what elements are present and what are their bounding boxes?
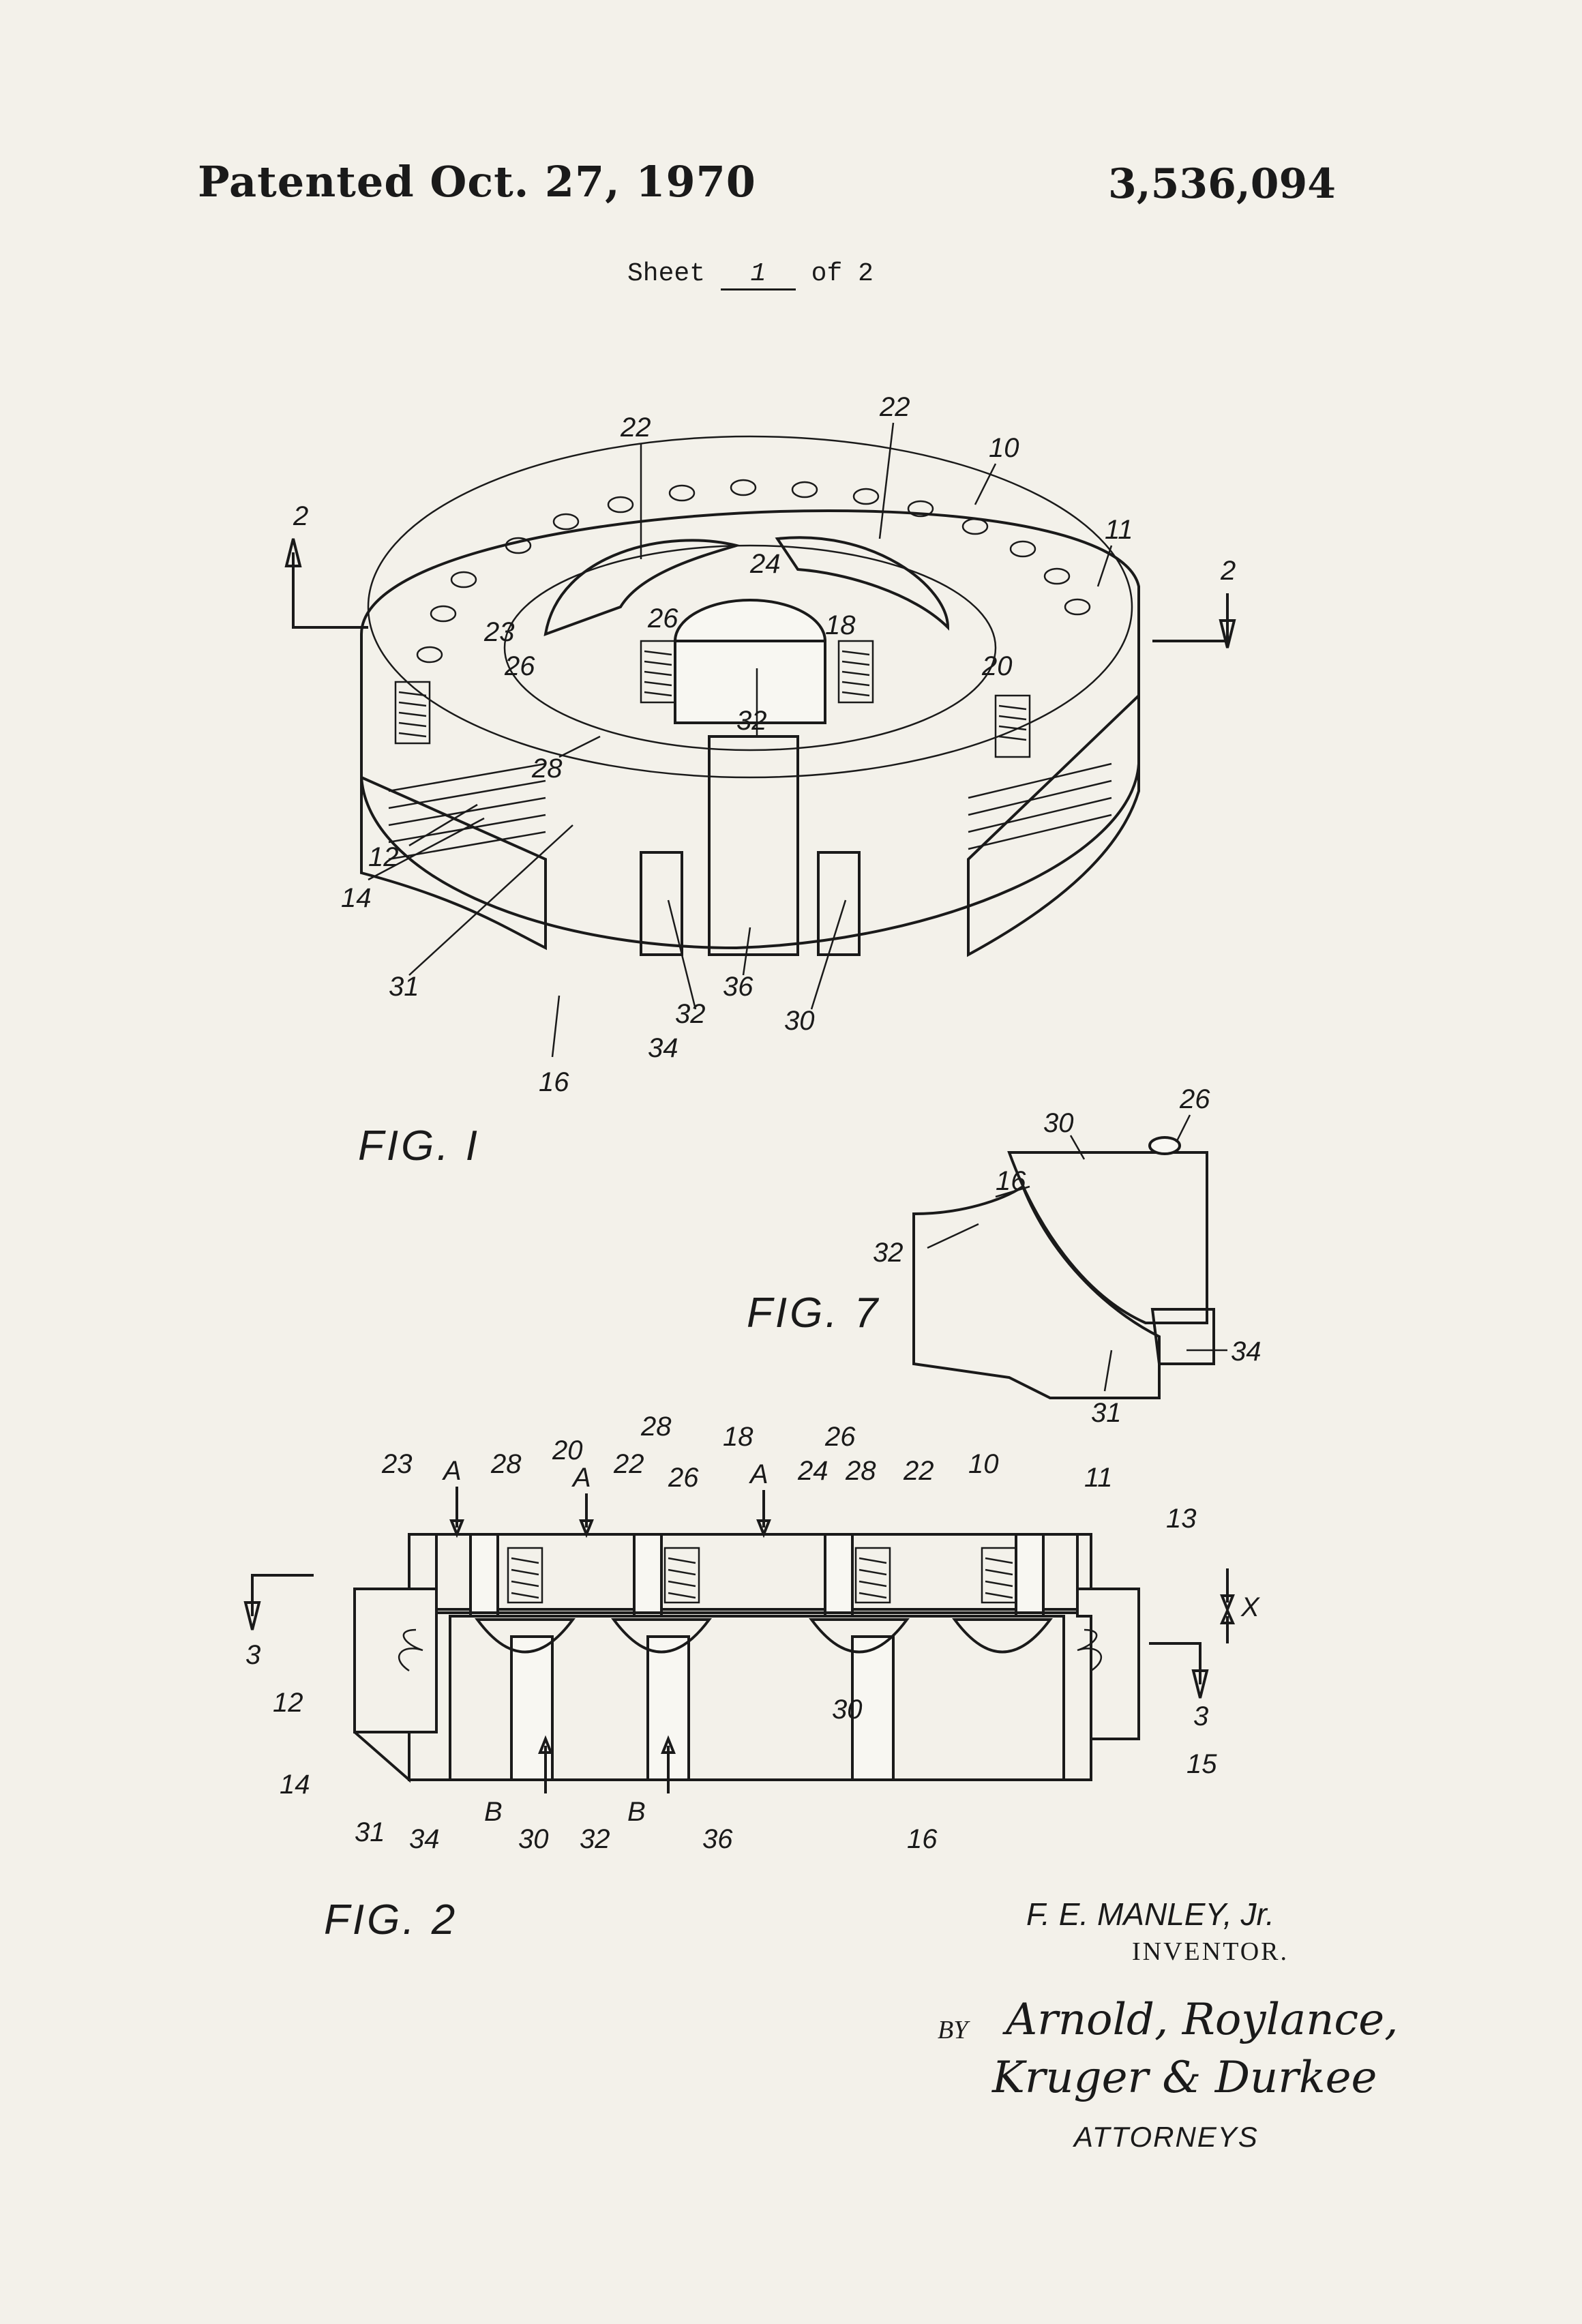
- patent-date: Patented Oct. 27, 1970: [198, 157, 756, 207]
- fig2-ref-13: 13: [1166, 1504, 1197, 1534]
- attorney-signature-line1: Arnold, Roylance,: [1006, 1995, 1398, 2045]
- ref-34: 34: [648, 1033, 678, 1063]
- fig2-flow-B-1: B: [484, 1797, 503, 1827]
- fig2-ref-30-b: 30: [832, 1695, 863, 1725]
- fig7-ref-26: 26: [1179, 1084, 1210, 1114]
- fig2-ref-14: 14: [280, 1770, 310, 1800]
- fig2-ref-15: 15: [1186, 1749, 1217, 1779]
- ref-11: 11: [1105, 515, 1133, 545]
- ref-22-b: 22: [879, 392, 910, 422]
- ref-16: 16: [539, 1067, 569, 1097]
- fig7-drawing: 26 30 16 32 34 31: [859, 1077, 1268, 1432]
- inventor-name: F. E. MANLEY, Jr.: [1026, 1896, 1274, 1933]
- fig7-ref-32: 32: [873, 1238, 904, 1268]
- sheet-number: 1: [721, 259, 796, 290]
- fig2-springs: [508, 1548, 1016, 1603]
- fig2-flow-B-2: B: [627, 1797, 646, 1827]
- fig7-ref-34: 34: [1231, 1337, 1262, 1367]
- fig2-ref-23: 23: [381, 1449, 413, 1479]
- fig2-ref-24: 24: [797, 1456, 829, 1486]
- fig2-ref-30-a: 30: [518, 1824, 549, 1854]
- ref-18: 18: [825, 610, 856, 640]
- ref-31: 31: [389, 972, 419, 1002]
- fig2-ref-28-c: 28: [845, 1456, 876, 1486]
- ref-14: 14: [341, 883, 372, 913]
- fig2-drawing: 3 3 A A A B B X 23 28 20 22 28 18 26 24 …: [232, 1412, 1350, 1882]
- fig2-ref-26-b: 26: [824, 1422, 856, 1452]
- ref-10: 10: [989, 433, 1019, 463]
- ref-32-b: 32: [675, 999, 706, 1029]
- fig2-marker-3-right: 3: [1193, 1701, 1208, 1731]
- fig1-marker-2-right: 2: [1220, 556, 1236, 586]
- fig2-ref-16: 16: [907, 1824, 938, 1854]
- ref-26-a: 26: [647, 604, 678, 634]
- fig2-marker-3-left: 3: [245, 1640, 260, 1670]
- ref-23: 23: [483, 617, 515, 647]
- fig2-ref-34: 34: [409, 1824, 440, 1854]
- ref-30: 30: [784, 1006, 815, 1036]
- ref-20: 20: [981, 651, 1013, 681]
- ref-22-a: 22: [620, 413, 651, 443]
- fig1-marker-2-left: 2: [293, 501, 308, 531]
- fig2-flow-A-2: A: [571, 1463, 591, 1493]
- fig2-ref-28-b: 28: [640, 1412, 672, 1442]
- ref-12: 12: [368, 842, 399, 872]
- fig2-ref-26-a: 26: [668, 1463, 699, 1493]
- ref-24: 24: [749, 549, 781, 579]
- fig7-ref-16: 16: [996, 1166, 1026, 1196]
- fig2-flow-A-1: A: [442, 1456, 462, 1486]
- fig2-caption: FIG. 2: [324, 1896, 458, 1944]
- by-label: BY: [938, 2015, 968, 2045]
- fig2-ref-36: 36: [702, 1824, 733, 1854]
- fig1-caption: FIG. I: [358, 1122, 480, 1170]
- fig1-drawing: 2 2 22 22 10 11 24 18 26 23 26 20 32 28 …: [259, 382, 1241, 1105]
- fig7-caption: FIG. 7: [747, 1289, 880, 1337]
- fig2-ref-20: 20: [552, 1435, 583, 1465]
- patent-number: 3,536,094: [1108, 160, 1336, 208]
- ref-26-b: 26: [504, 651, 535, 681]
- sheet-suffix: of 2: [811, 259, 874, 288]
- ref-32-a: 32: [736, 706, 767, 736]
- fig2-ref-32: 32: [580, 1824, 610, 1854]
- fig2-ref-18: 18: [723, 1422, 753, 1452]
- fig2-ref-11: 11: [1084, 1463, 1113, 1493]
- fig2-ref-12: 12: [273, 1688, 303, 1718]
- fig7-ref-30: 30: [1043, 1108, 1074, 1138]
- attorney-signature-line2: Kruger & Durkee: [992, 2053, 1377, 2103]
- attorneys-caption: ATTORNEYS: [1074, 2121, 1259, 2154]
- sheet-prefix: Sheet: [627, 259, 705, 288]
- fig2-dimension-x: X: [1240, 1592, 1260, 1622]
- fig2-flow-A-3: A: [749, 1459, 768, 1489]
- sheet-indicator: Sheet 1 of 2: [627, 259, 874, 290]
- inventor-caption: INVENTOR.: [1132, 1937, 1289, 1967]
- fig1-leaders: [368, 423, 1111, 1057]
- fig2-ref-31: 31: [355, 1817, 385, 1847]
- ref-36: 36: [723, 972, 753, 1002]
- fig2-ref-28-a: 28: [490, 1449, 522, 1479]
- fig2-ref-10: 10: [968, 1449, 999, 1479]
- ref-28: 28: [531, 754, 563, 784]
- fig2-ref-22-b: 22: [903, 1456, 934, 1486]
- fig2-ref-22-a: 22: [613, 1449, 644, 1479]
